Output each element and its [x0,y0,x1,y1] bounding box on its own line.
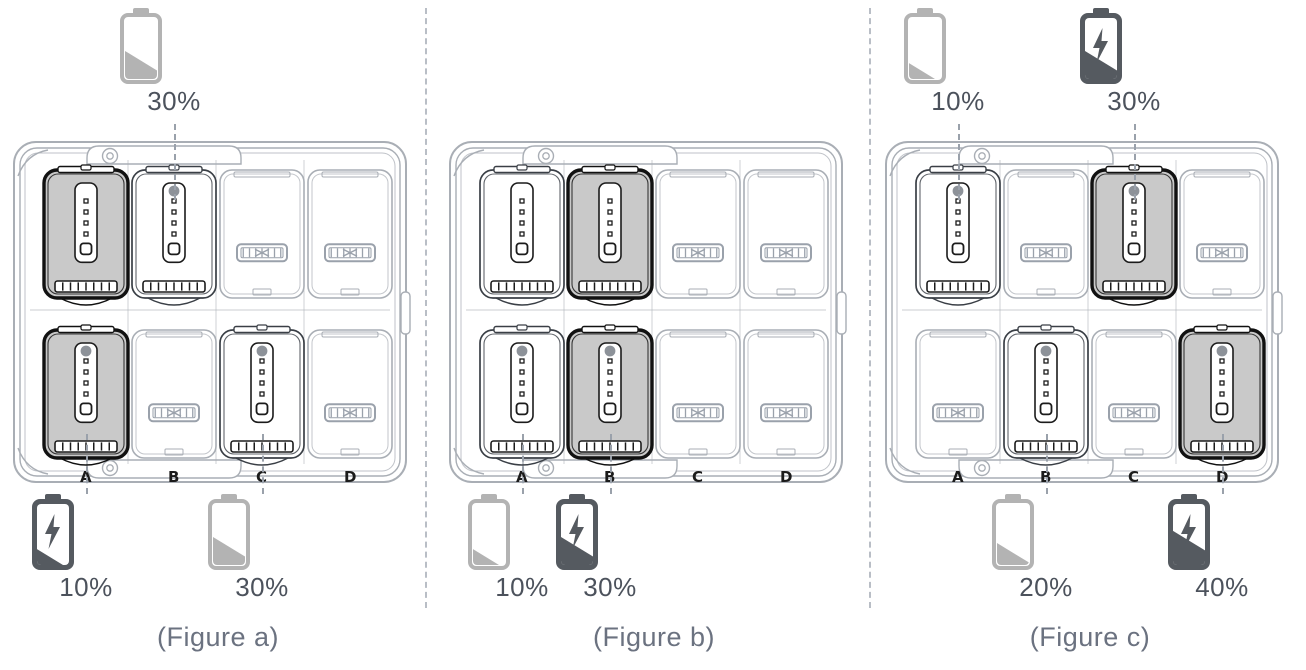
bay-D-bottom[interactable] [1178,324,1266,466]
charger-unit-c [885,141,1283,483]
bay-D-top[interactable] [307,169,393,299]
bay-C-top[interactable] [219,169,305,299]
leader-line [522,434,524,494]
figure-panel-b: A B C D 10% 30% (Figure b) [436,0,872,670]
bay-D-top[interactable] [743,169,829,299]
charger-unit-b [449,141,847,483]
callout-d-bottom: 40% [1167,494,1277,600]
slot-label-b: B [604,468,616,486]
panel-divider-1 [425,8,427,608]
bay-B-top[interactable] [566,164,654,306]
leader-line [86,434,88,494]
battery-icon [119,8,229,84]
bay-A-top[interactable] [42,164,130,306]
callout-a-bottom: 10% [467,494,577,600]
callout-c-top: 30% [1079,8,1189,114]
battery-percent-label: 20% [1019,572,1073,602]
figure-panel-a: A B C D 30% 10% 30% (Figure a) [0,0,436,670]
bay-C-bottom[interactable] [219,324,305,466]
slot-label-a: A [516,468,528,486]
callout-b-bottom: 30% [555,494,665,600]
battery-percent-label: 40% [1195,572,1249,602]
battery-percent-label: 30% [147,86,201,116]
bay-D-bottom[interactable] [307,329,393,459]
battery-percent-label: 10% [59,572,113,602]
bay-B-top[interactable] [1003,169,1089,299]
bay-D-bottom[interactable] [743,329,829,459]
battery-charging-icon [555,494,665,570]
battery-percent-label: 30% [583,572,637,602]
slot-label-a: A [952,468,964,486]
callout-a-top: 10% [903,8,1013,114]
bay-B-bottom[interactable] [131,329,217,459]
leader-line [610,434,612,494]
bay-B-top[interactable] [131,164,217,306]
battery-icon [903,8,1013,84]
battery-charging-icon [1167,494,1277,570]
panel-divider-2 [869,8,871,608]
callout-b-bottom: 20% [991,494,1101,600]
battery-icon [207,494,317,570]
bay-C-bottom[interactable] [655,329,741,459]
leader-line [1222,434,1224,494]
leader-line [1046,434,1048,494]
bay-C-top[interactable] [1090,164,1178,306]
bay-A-bottom[interactable] [915,329,1001,459]
bay-C-bottom[interactable] [1091,329,1177,459]
battery-percent-label: 10% [931,86,985,116]
battery-icon [991,494,1101,570]
slot-label-c: C [256,468,268,486]
slot-label-d: D [780,468,793,486]
slot-label-c: C [1128,468,1140,486]
bay-A-top[interactable] [479,164,565,306]
battery-percent-label: 30% [1107,86,1161,116]
battery-percent-label: 30% [235,572,289,602]
leader-line [262,434,264,494]
slot-label-a: A [80,468,92,486]
slot-label-b: B [1040,468,1052,486]
bay-D-top[interactable] [1179,169,1265,299]
slot-label-c: C [692,468,704,486]
slot-label-b: B [168,468,180,486]
leader-line [174,124,176,200]
bay-A-bottom[interactable] [479,324,565,466]
callout-c-bottom: 30% [207,494,317,600]
charger-unit-a [13,141,411,483]
slot-label-d: D [344,468,357,486]
figure-caption-b: (Figure b) [592,622,716,652]
leader-line [1134,124,1136,200]
battery-charging-icon [31,494,141,570]
leader-line [958,124,960,200]
figure-caption-c: (Figure c) [1029,622,1151,652]
battery-percent-label: 10% [495,572,549,602]
figure-caption-a: (Figure a) [156,622,280,652]
battery-icon [467,494,577,570]
callout-a-bottom: 10% [31,494,141,600]
battery-charging-icon [1079,8,1189,84]
bay-C-top[interactable] [655,169,741,299]
callout-b-top: 30% [119,8,229,114]
